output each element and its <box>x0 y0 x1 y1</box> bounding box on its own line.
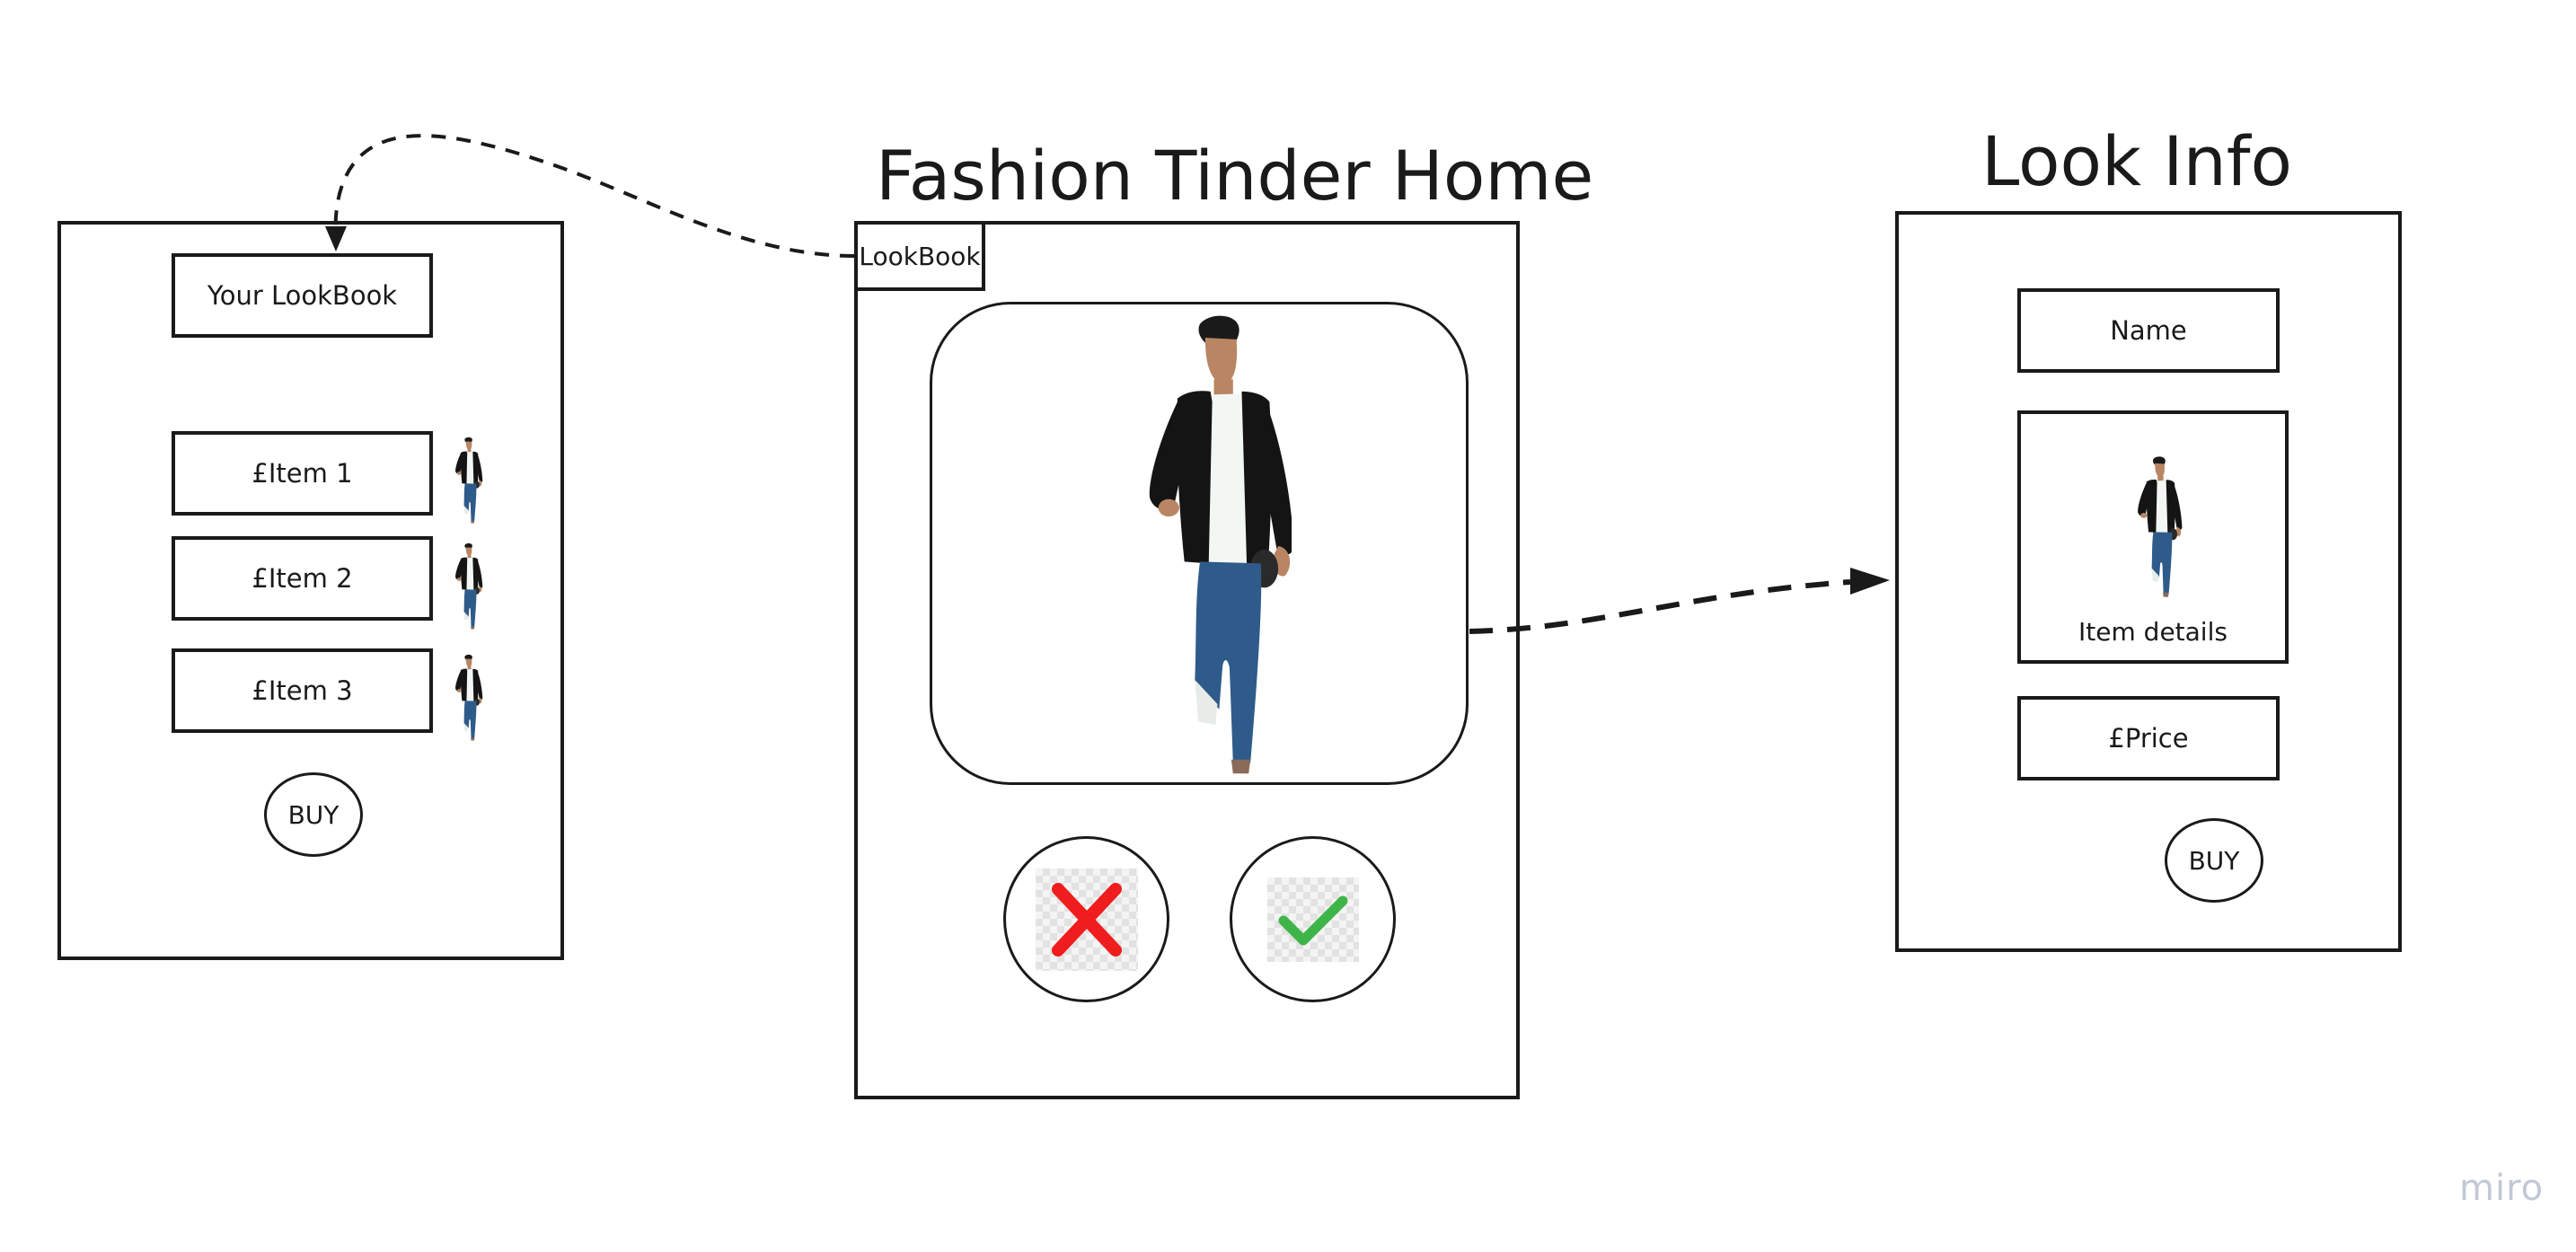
item-3-thumbnail <box>446 654 485 742</box>
arrowhead-look-info <box>1850 568 1890 595</box>
look-info-title: Look Info <box>1981 121 2293 201</box>
look-name-field: Name <box>2017 288 2280 373</box>
outfit-card[interactable] <box>930 302 1469 785</box>
lookbook-header: Your LookBook <box>172 253 433 338</box>
home-screen-title: Fashion Tinder Home <box>876 136 1594 216</box>
item-1-thumbnail <box>446 436 485 525</box>
lookbook-buy-button[interactable]: BUY <box>264 772 363 857</box>
outfit-photo <box>1112 312 1292 780</box>
connector-card-to-look-info <box>1469 579 1851 634</box>
lookbook-item-1[interactable]: £Item 1 <box>172 431 433 516</box>
item-details-panel: Item details <box>2017 410 2289 664</box>
look-info-buy-button[interactable]: BUY <box>2165 818 2263 903</box>
miro-watermark: miro <box>2459 1168 2545 1209</box>
price-field: £Price <box>2017 696 2280 780</box>
look-info-screen: Name Item details £Price BUY <box>1895 211 2402 952</box>
item-details-label: Item details <box>2078 617 2228 647</box>
lookbook-item-3[interactable]: £Item 3 <box>172 648 433 733</box>
check-icon <box>1266 877 1359 962</box>
accept-button[interactable] <box>1230 836 1396 1002</box>
home-screen: LookBook <box>854 221 1520 1099</box>
cross-icon <box>1035 868 1138 971</box>
item-2-thumbnail <box>446 542 485 630</box>
lookbook-screen: Your LookBook £Item 1 £Item 2 £Item 3 BU… <box>57 221 564 960</box>
lookbook-item-2[interactable]: £Item 2 <box>172 536 433 621</box>
item-details-photo <box>2125 455 2183 599</box>
lookbook-button[interactable]: LookBook <box>854 221 985 291</box>
reject-button[interactable] <box>1003 836 1169 1002</box>
